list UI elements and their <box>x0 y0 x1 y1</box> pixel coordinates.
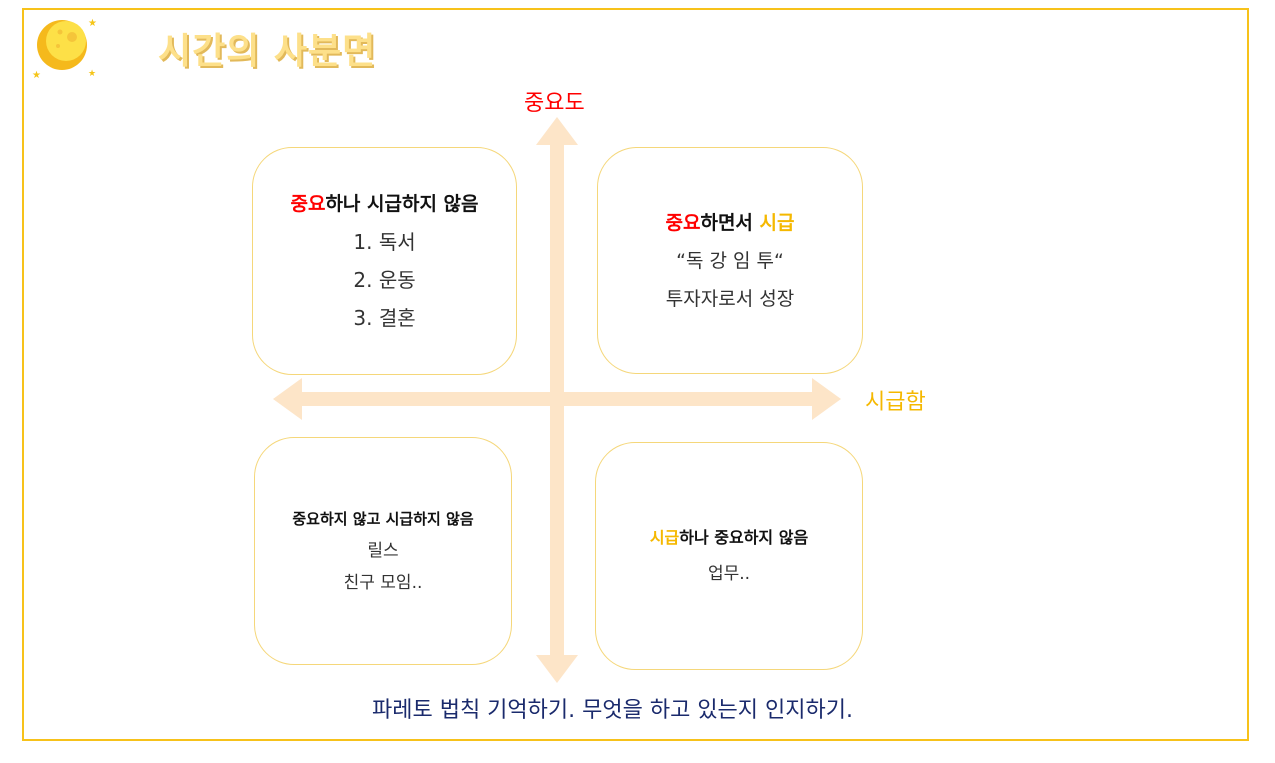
importance-axis-label: 중요도 <box>524 91 585 116</box>
list-item: 1. 독서 <box>353 230 416 254</box>
quadrant-heading: 중요하나 시급하지 않음 <box>290 193 479 215</box>
moon-icon: ★ ★ ★ <box>32 18 97 81</box>
quadrant-urgent-not-important: 시급하나 중요하지 않음 업무.. <box>595 442 863 670</box>
quadrant-heading: 중요하면서 시급 <box>665 211 795 234</box>
arrow-down <box>536 655 578 683</box>
quadrant-important-urgent: 중요하면서 시급 “독 강 임 투“ 투자자로서 성장 <box>597 147 863 374</box>
quadrant-heading: 중요하지 않고 시급하지 않음 <box>292 510 474 528</box>
list-item: “독 강 임 투“ <box>676 249 784 272</box>
list-item: 3. 결혼 <box>353 306 416 330</box>
list-item: 릴스 <box>367 541 399 561</box>
footer-note: 파레토 법칙 기억하기. 무엇을 하고 있는지 인지하기. <box>372 698 853 723</box>
svg-text:★: ★ <box>88 69 96 79</box>
quadrant-heading: 시급하나 중요하지 않음 <box>649 528 809 547</box>
slide-frame <box>22 8 1249 741</box>
list-item: 업무.. <box>707 564 751 584</box>
arrow-up <box>536 117 578 145</box>
list-item: 2. 운동 <box>353 268 416 292</box>
quadrant-not-important-not-urgent: 중요하지 않고 시급하지 않음 릴스 친구 모임.. <box>254 437 512 665</box>
svg-text:★: ★ <box>32 70 41 81</box>
list-item: 친구 모임.. <box>343 573 423 593</box>
urgency-axis-label: 시급함 <box>865 390 926 415</box>
page-title: 시간의 사분면 <box>158 31 377 72</box>
arrow-left <box>273 378 302 420</box>
svg-text:★: ★ <box>88 18 97 29</box>
arrow-right <box>812 378 841 420</box>
horizontal-axis <box>298 392 818 406</box>
list-item: 투자자로서 성장 <box>665 287 795 310</box>
quadrant-important-not-urgent: 중요하나 시급하지 않음 1. 독서 2. 운동 3. 결혼 <box>252 147 517 375</box>
